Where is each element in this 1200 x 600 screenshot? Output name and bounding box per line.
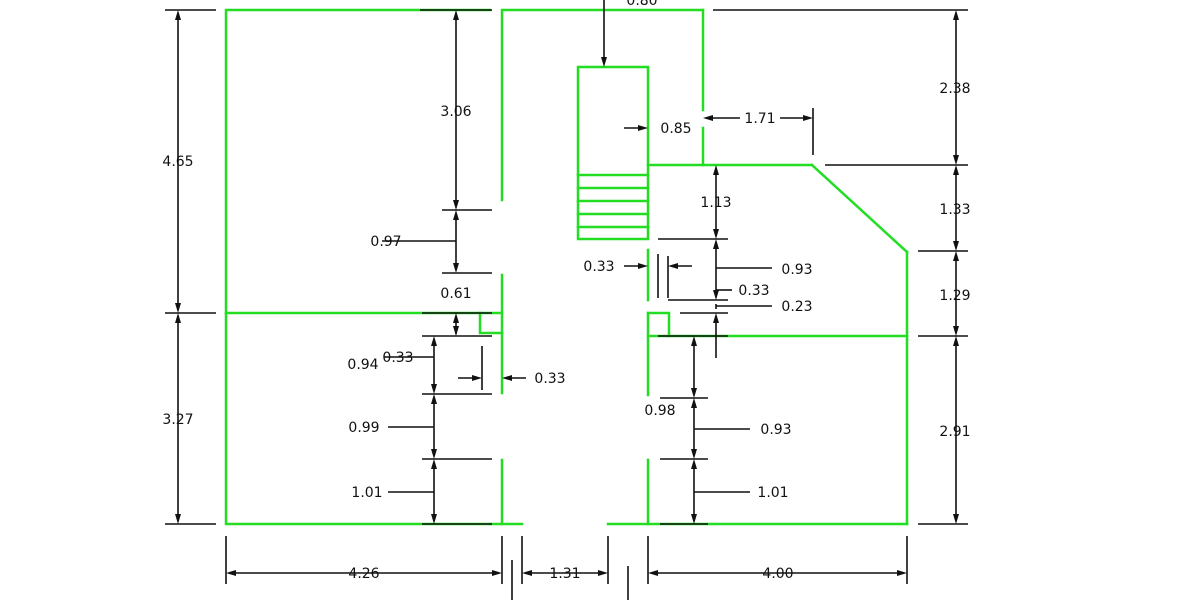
dim-label-right-total-a: 2.38 xyxy=(939,81,970,97)
dimension-arrowhead xyxy=(953,10,959,20)
dim-label-bottom-left: 4.26 xyxy=(348,566,379,582)
dimension-lines xyxy=(165,0,968,600)
dim-label-left-small-d: 0.33 xyxy=(534,371,565,387)
dimension-arrowhead xyxy=(713,165,719,175)
dimension-arrowhead xyxy=(492,570,502,576)
dimension-arrowhead xyxy=(431,394,437,404)
dimension-arrowhead xyxy=(453,263,459,273)
right-closet-wall xyxy=(646,311,671,338)
dimension-arrowhead xyxy=(175,10,181,20)
dimension-arrowhead xyxy=(431,336,437,346)
dimension-arrowhead xyxy=(472,375,482,381)
dimension-arrowhead xyxy=(953,336,959,346)
dimension-arrowhead xyxy=(953,326,959,336)
dim-label-bottom-middle: 1.31 xyxy=(549,566,580,582)
dim-label-right-total-d: 2.91 xyxy=(939,424,970,440)
dim-label-right-mid-d: 0.23 xyxy=(781,299,812,315)
dim-label-right-total-c: 1.29 xyxy=(939,288,970,304)
dim-label-bottom-right: 4.00 xyxy=(762,566,793,582)
dimension-arrowhead xyxy=(522,570,532,576)
dim-label-right-total-b: 1.33 xyxy=(939,202,970,218)
dimension-arrowhead xyxy=(453,210,459,220)
dimension-arrowhead xyxy=(703,115,713,121)
dimension-arrowheads xyxy=(175,10,959,576)
dim-label-right-low-b: 0.93 xyxy=(760,422,791,438)
dimension-arrowhead xyxy=(601,57,607,67)
dimension-arrowhead xyxy=(648,570,658,576)
dimension-arrowhead xyxy=(953,165,959,175)
dimension-arrowhead xyxy=(598,570,608,576)
dimension-arrowhead xyxy=(668,263,678,269)
dimension-arrowhead xyxy=(638,263,648,269)
dim-label-right-top-width: 1.71 xyxy=(744,111,775,127)
dimension-arrowhead xyxy=(638,125,648,131)
dimension-arrowhead xyxy=(713,313,719,323)
dimension-arrowhead xyxy=(431,384,437,394)
dimension-labels: 0.80 4.65 3.27 3.06 0.97 0.61 0.94 0.33 … xyxy=(162,0,970,582)
dimension-arrowhead xyxy=(502,375,512,381)
dim-label-right-mid-b: 0.93 xyxy=(781,262,812,278)
dim-label-right-mid-a: 0.33 xyxy=(583,259,614,275)
dim-label-left-small-a: 0.61 xyxy=(440,286,471,302)
dim-label-left-top-width: 3.06 xyxy=(440,104,471,120)
dimension-arrowhead xyxy=(453,326,459,336)
dim-label-left-small-b: 0.94 xyxy=(347,357,378,373)
dimension-arrowhead xyxy=(453,200,459,210)
left-closet-wall xyxy=(478,311,504,335)
dim-label-top-gap: 0.80 xyxy=(626,0,657,9)
dim-label-stair-top: 0.85 xyxy=(660,121,691,137)
dim-label-left-lower-height: 3.27 xyxy=(162,412,193,428)
dim-label-left-small-c: 0.33 xyxy=(382,350,413,366)
dim-label-left-door-c: 1.01 xyxy=(351,485,382,501)
dimension-arrowhead xyxy=(953,514,959,524)
dimension-arrowhead xyxy=(953,241,959,251)
dim-label-right-low-a: 0.98 xyxy=(644,403,675,419)
dimension-arrowhead xyxy=(175,514,181,524)
dimension-arrowhead xyxy=(175,313,181,323)
dimension-arrowhead xyxy=(431,514,437,524)
left-room-outer-wall xyxy=(224,8,492,526)
dimension-arrowhead xyxy=(453,313,459,323)
dimension-arrowhead xyxy=(691,398,697,408)
dim-label-right-mid-c: 0.33 xyxy=(738,283,769,299)
stair-box xyxy=(576,65,650,241)
dim-label-right-low-c: 1.01 xyxy=(757,485,788,501)
dimension-arrowhead xyxy=(897,570,907,576)
walls xyxy=(224,8,909,526)
dimension-arrowhead xyxy=(453,10,459,20)
dimension-arrowhead xyxy=(803,115,813,121)
dim-label-left-door-a: 0.97 xyxy=(370,234,401,250)
dimension-arrowhead xyxy=(713,229,719,239)
right-room-chamfer-wall xyxy=(810,163,909,254)
dimension-arrowhead xyxy=(691,336,697,346)
dimension-arrowhead xyxy=(431,459,437,469)
dimension-arrowhead xyxy=(691,459,697,469)
dim-label-left-door-b: 0.99 xyxy=(348,420,379,436)
dimension-arrowhead xyxy=(226,570,236,576)
dim-label-left-total-height: 4.65 xyxy=(162,154,193,170)
dimension-arrowhead xyxy=(691,514,697,524)
dimension-arrowhead xyxy=(431,449,437,459)
dimension-arrowhead xyxy=(713,290,719,300)
dimension-arrowhead xyxy=(953,155,959,165)
dimension-arrowhead xyxy=(953,251,959,261)
dimension-arrowhead xyxy=(691,449,697,459)
dim-label-stair-gap: 1.13 xyxy=(700,195,731,211)
dimension-arrowhead xyxy=(691,388,697,398)
dimension-arrowhead xyxy=(175,303,181,313)
dimension-arrowhead xyxy=(713,239,719,249)
